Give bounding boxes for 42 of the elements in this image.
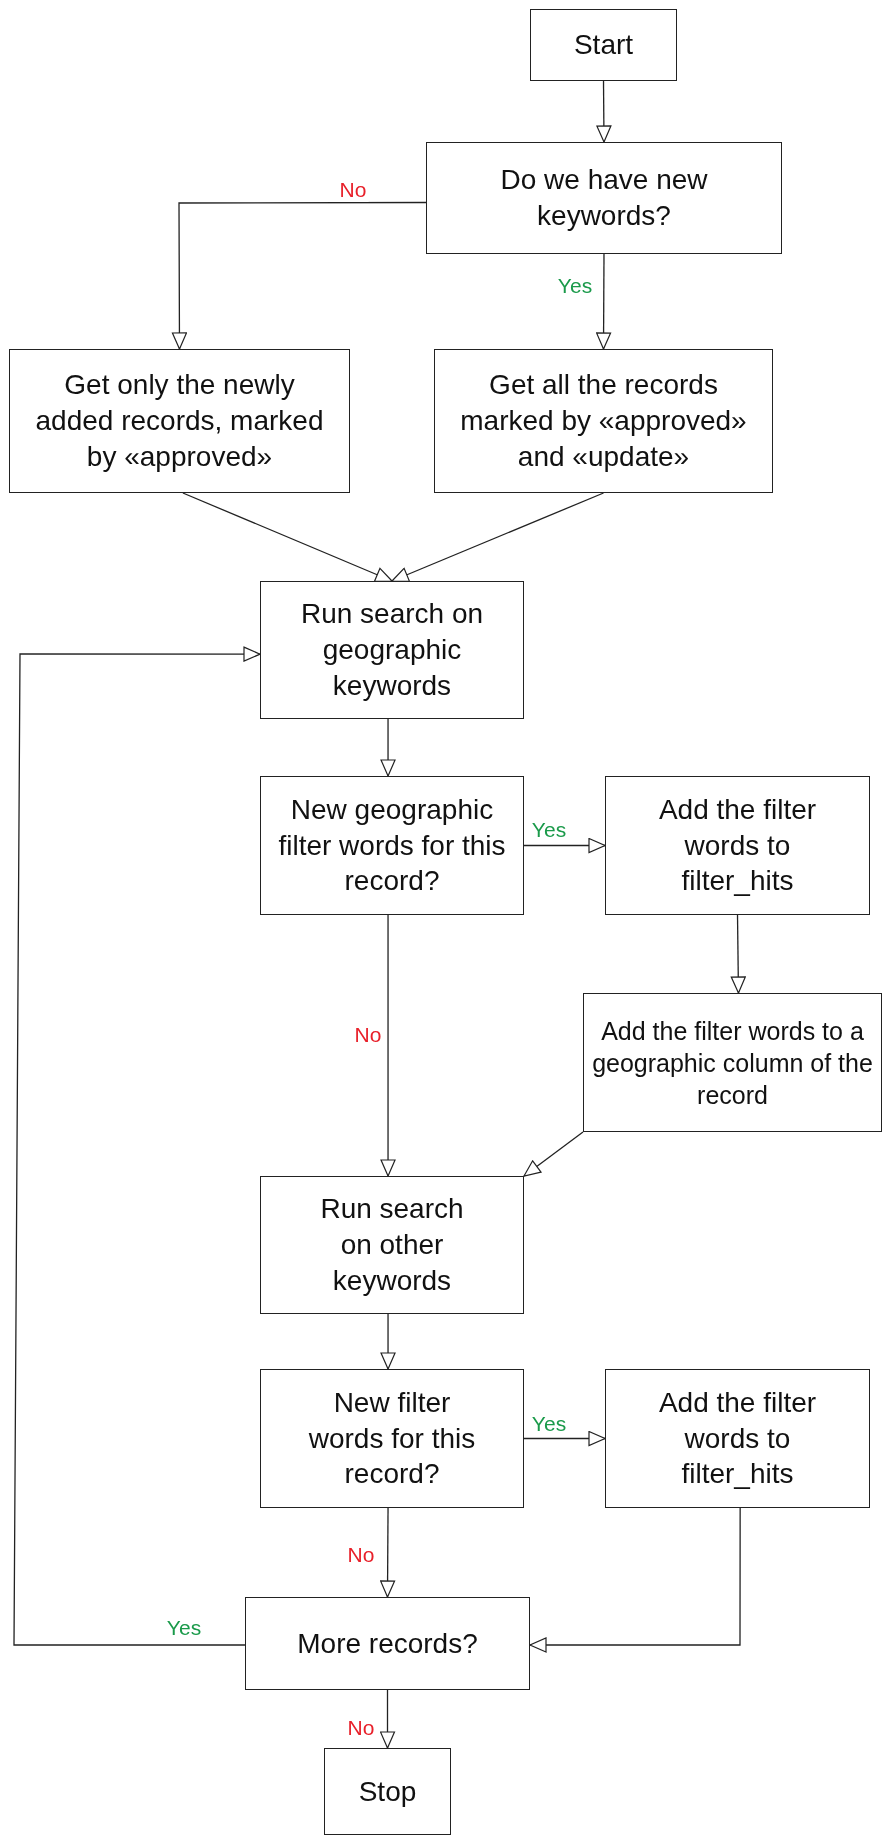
node-text: Get all the records marked by «approved» and «update» — [459, 368, 748, 474]
node-text: Stop — [358, 1774, 417, 1809]
node-text: Add the filter words to a geographic column of the record — [591, 1015, 874, 1111]
process-box — [426, 142, 782, 254]
arrow — [171, 201, 427, 350]
node-text: Start — [573, 28, 634, 63]
node-text: Add the filter words to filter_hits — [657, 1385, 818, 1492]
arrow — [380, 914, 396, 1177]
process-box — [530, 9, 677, 81]
arrow — [596, 253, 612, 350]
arrow — [13, 646, 261, 1646]
process-box — [260, 1369, 524, 1508]
arrow — [380, 1507, 396, 1598]
node-text: Do we have new keywords? — [499, 163, 709, 233]
arrow — [596, 80, 612, 143]
node-text: Add the filter words to filter_hits — [657, 792, 818, 899]
arrow — [523, 837, 606, 854]
process-box — [583, 993, 882, 1132]
process-box — [605, 776, 870, 915]
process-box — [324, 1748, 451, 1835]
node-text: New geographic filter words for this record? — [277, 792, 507, 899]
node-text: More records? — [297, 1626, 478, 1661]
arrow — [380, 718, 396, 777]
process-box — [605, 1369, 870, 1508]
process-box — [260, 776, 524, 915]
process-box — [434, 349, 773, 493]
node-text: Run search on geographic keywords — [299, 597, 485, 703]
arrow — [379, 1689, 396, 1749]
arrow — [391, 492, 605, 582]
process-box — [245, 1597, 530, 1690]
process-box — [9, 349, 350, 493]
arrow — [523, 1430, 606, 1447]
process-box — [260, 581, 524, 719]
node-text: Run search on other keywords — [319, 1192, 465, 1298]
arrow — [523, 1131, 584, 1177]
process-box — [260, 1176, 524, 1314]
node-text: New filter words for this record? — [307, 1385, 477, 1492]
arrow — [182, 492, 393, 582]
arrow — [380, 1313, 396, 1370]
arrow — [529, 1507, 741, 1653]
arrow — [730, 914, 746, 994]
node-text: Get only the newly added records, marked by «approved» — [34, 368, 325, 474]
